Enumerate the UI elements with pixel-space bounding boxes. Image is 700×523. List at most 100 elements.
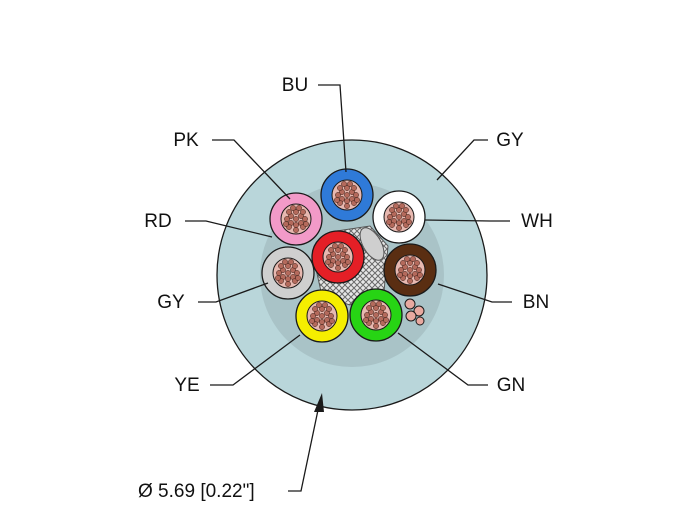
copper-strand — [407, 260, 413, 266]
copper-strand — [286, 209, 292, 215]
copper-strand — [316, 302, 322, 308]
copper-strand — [322, 302, 328, 308]
copper-strand — [294, 270, 300, 276]
copper-strand — [405, 214, 411, 220]
label-bn: BN — [523, 292, 549, 313]
copper-strand — [319, 319, 325, 325]
label-pk: PK — [173, 130, 199, 151]
copper-strand — [285, 281, 291, 287]
copper-strand — [334, 197, 340, 203]
copper-strand — [393, 203, 399, 209]
copper-strand — [387, 214, 393, 220]
label-ye: YE — [174, 375, 199, 396]
copper-strand — [407, 273, 413, 279]
copper-strand — [344, 185, 350, 191]
label-gy-jacket: GY — [496, 130, 524, 151]
leader-line-gn — [397, 332, 488, 386]
copper-strand — [282, 259, 288, 265]
leader-line-bn — [437, 283, 512, 303]
copper-strand — [276, 270, 282, 276]
conductor-gn — [349, 288, 403, 342]
conductor-bn — [383, 243, 437, 297]
copper-strand — [400, 260, 406, 266]
conductor-gy-inner — [261, 246, 315, 300]
label-wh: WH — [521, 211, 553, 232]
copper-strand — [396, 207, 402, 213]
copper-strand — [319, 313, 325, 319]
leader-line-wh — [424, 219, 510, 222]
copper-strand — [293, 227, 299, 233]
leader-line-rd — [185, 220, 273, 238]
copper-strand — [383, 317, 389, 323]
copper-strand — [403, 207, 409, 213]
copper-strand — [398, 267, 404, 273]
copper-strand — [389, 207, 395, 213]
copper-strand — [386, 219, 392, 225]
copper-strand — [325, 259, 331, 265]
copper-strand — [344, 203, 350, 209]
copper-strand — [351, 185, 357, 191]
copper-strand — [329, 318, 335, 324]
copper-strand — [373, 318, 379, 324]
copper-strand — [396, 225, 402, 231]
dimension-leader-line — [288, 409, 319, 492]
copper-strand — [344, 198, 350, 204]
copper-strand — [319, 324, 325, 330]
copper-strand — [293, 216, 299, 222]
leader-line-gy-inner — [198, 282, 269, 303]
copper-strand — [417, 272, 423, 278]
copper-strand — [309, 318, 315, 324]
copper-strand — [344, 254, 350, 260]
copper-strand — [310, 313, 316, 319]
leader-line-pk — [212, 139, 291, 200]
copper-strand — [302, 216, 308, 222]
copper-strand — [347, 181, 353, 187]
conductor-pk — [269, 192, 323, 246]
copper-strand — [292, 263, 298, 269]
copper-strand — [353, 192, 359, 198]
leader-line-ye — [210, 334, 301, 386]
copper-strand — [337, 185, 343, 191]
copper-strand — [414, 260, 420, 266]
conductor-ye — [295, 289, 349, 343]
copper-strand — [275, 275, 281, 281]
copper-strand — [335, 265, 341, 271]
copper-strand — [373, 305, 379, 311]
copper-strand — [396, 214, 402, 220]
copper-strand — [335, 254, 341, 260]
copper-strand — [397, 272, 403, 278]
copper-strand — [293, 222, 299, 228]
drain-wire-bundle — [404, 298, 425, 326]
copper-strand — [404, 256, 410, 262]
copper-strand — [283, 221, 289, 227]
copper-strand — [407, 267, 413, 273]
leader-lines — [185, 84, 512, 492]
copper-strand — [406, 219, 412, 225]
copper-strand — [354, 197, 360, 203]
copper-strand — [285, 263, 291, 269]
copper-strand — [341, 181, 347, 187]
copper-strand — [373, 312, 379, 318]
copper-strand — [332, 243, 338, 249]
leader-line-gy-outer — [436, 139, 488, 181]
label-bu: BU — [282, 75, 308, 96]
copper-strand — [396, 220, 402, 226]
copper-strand — [335, 192, 341, 198]
copper-strand — [373, 323, 379, 329]
label-gn: GN — [497, 375, 526, 396]
copper-strand — [328, 313, 334, 319]
copper-strand — [285, 270, 291, 276]
copper-strand — [328, 247, 334, 253]
copper-strand — [342, 247, 348, 253]
copper-strand — [335, 247, 341, 253]
copper-strand — [312, 306, 318, 312]
copper-strand — [288, 259, 294, 265]
copper-strand — [380, 305, 386, 311]
copper-strand — [335, 260, 341, 266]
conductor-wh — [372, 190, 426, 244]
label-gy-inner: GY — [157, 292, 185, 313]
copper-strand — [364, 312, 370, 318]
conductor-rd — [311, 230, 365, 284]
copper-strand — [319, 306, 325, 312]
